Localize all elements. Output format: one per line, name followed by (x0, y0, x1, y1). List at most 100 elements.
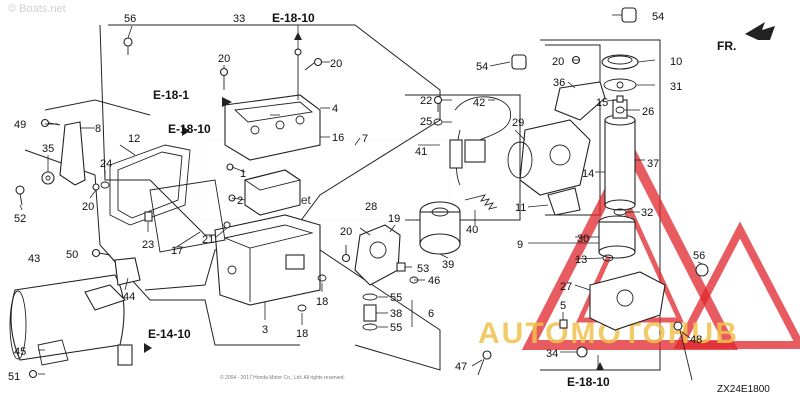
part-number-label: 31 (670, 81, 682, 93)
part-clamp (114, 257, 141, 286)
part-number-label: 18 (296, 328, 308, 340)
part-number-label: 33 (233, 13, 245, 25)
part-number-label: 47 (455, 361, 467, 373)
part-washer-25 (433, 118, 443, 126)
part-pin-15 (616, 95, 624, 103)
part-number-label: 5 (560, 300, 566, 312)
part-number-label: 4 (332, 103, 338, 115)
part-number-label: 15 (596, 97, 608, 109)
part-number-label: 42 (473, 97, 485, 109)
part-number-label: 56 (693, 250, 705, 262)
part-number-label: 6 (428, 308, 434, 320)
part-number-label: 21 (202, 234, 214, 246)
part-number-label: 45 (14, 346, 26, 358)
section-reference-label[interactable]: E-18-1 (153, 88, 189, 102)
part-number-label: 9 (517, 239, 523, 251)
part-number-label: 8 (95, 123, 101, 135)
part-canister (9, 274, 133, 366)
part-number-label: 55 (390, 322, 402, 334)
part-number-label: 34 (546, 348, 558, 360)
part-gear-34 (576, 346, 588, 358)
part-number-label: 7 (362, 133, 368, 145)
watermark-triangle-right (673, 221, 800, 349)
part-fuel-pump (604, 99, 636, 211)
part-number-label: 26 (642, 106, 654, 118)
copyright-notice: © 2004 - 2017 Honda Motor Co., Ltd. All … (220, 374, 345, 381)
part-bolt-49 (40, 118, 61, 128)
part-number-label: 20 (218, 53, 230, 65)
frame-left-assembly (24, 149, 300, 346)
part-o-ring-stack (362, 293, 378, 331)
part-number-label: 12 (128, 133, 140, 145)
part-number-label: 46 (428, 275, 440, 287)
part-number-label: 56 (124, 13, 136, 25)
part-bracket (59, 121, 86, 186)
part-cap-54a (621, 7, 637, 23)
section-reference-label[interactable]: E-18-10 (567, 375, 610, 389)
part-number-label: 20 (340, 226, 352, 238)
part-number-label: 32 (641, 207, 653, 219)
part-number-label: 11 (515, 202, 526, 214)
part-main-body (214, 214, 321, 306)
part-number-label: 20 (330, 58, 342, 70)
front-label: FR. (717, 39, 736, 53)
part-number-label: 3 (262, 324, 268, 336)
part-cap (601, 54, 639, 70)
reference-arrows (144, 32, 604, 370)
reference-labels: E-18-10E-18-1E-18-10E-14-10E-18-10 (148, 11, 610, 389)
part-number-label: 19 (388, 213, 400, 225)
part-gear-35 (41, 171, 55, 185)
part-bolt-20a (219, 67, 229, 90)
diagram-code: ZX24E1800 (717, 384, 770, 395)
part-number-label: 50 (66, 249, 78, 261)
part-number-label: 43 (28, 253, 40, 265)
part-bolt-20b (304, 57, 323, 71)
part-washer-18a (317, 274, 327, 282)
frame-pump-group (545, 44, 601, 216)
frame-cover-assembly (99, 24, 441, 236)
part-number-label: 29 (512, 117, 524, 129)
section-reference-label[interactable]: E-14-10 (148, 327, 191, 341)
part-cover-plate (224, 48, 321, 161)
part-number-label: 14 (582, 168, 594, 180)
part-number-label: 20 (82, 201, 94, 213)
part-number-label: 18 (316, 296, 328, 308)
watermark-outline-letters (199, 139, 451, 221)
part-number-label: 39 (442, 259, 454, 271)
part-number-label: 24 (100, 158, 112, 170)
part-number-label: 41 (415, 146, 427, 158)
part-cap-54b (511, 54, 527, 70)
part-fuel-filter (419, 201, 461, 255)
part-screw-21 (223, 221, 231, 229)
part-clip-23 (144, 211, 153, 222)
part-bolt-56 (123, 37, 133, 55)
part-strainer (598, 215, 636, 259)
part-number-label: 49 (14, 119, 26, 131)
part-number-label: 30 (577, 233, 589, 245)
part-number-label: 36 (553, 77, 565, 89)
part-bolt-52 (15, 185, 25, 206)
part-number-label: 22 (420, 95, 432, 107)
part-bolt-20c (92, 183, 100, 191)
part-number-label: 51 (8, 371, 20, 383)
section-reference-label[interactable]: E-18-10 (168, 122, 211, 136)
section-reference-label[interactable]: E-18-10 (272, 11, 315, 25)
part-number-label: 55 (390, 292, 402, 304)
part-gasket (109, 144, 191, 226)
part-pump-base (589, 271, 666, 331)
part-grommet (695, 263, 709, 277)
part-bolt-22 (433, 95, 443, 112)
part-number-label: 40 (466, 224, 478, 236)
part-number-label: 25 (420, 116, 432, 128)
part-number-label: 35 (42, 143, 54, 155)
part-seal-ring (149, 179, 226, 253)
part-plug-53 (396, 262, 406, 272)
part-pump-housing (507, 119, 591, 196)
part-bolt-47 (477, 350, 492, 376)
part-pump-bracket (554, 81, 606, 121)
part-number-label: 2 (237, 195, 243, 207)
part-number-label: 20 (552, 56, 564, 68)
part-number-label: 53 (417, 263, 429, 275)
part-bolt-20d (341, 245, 351, 263)
